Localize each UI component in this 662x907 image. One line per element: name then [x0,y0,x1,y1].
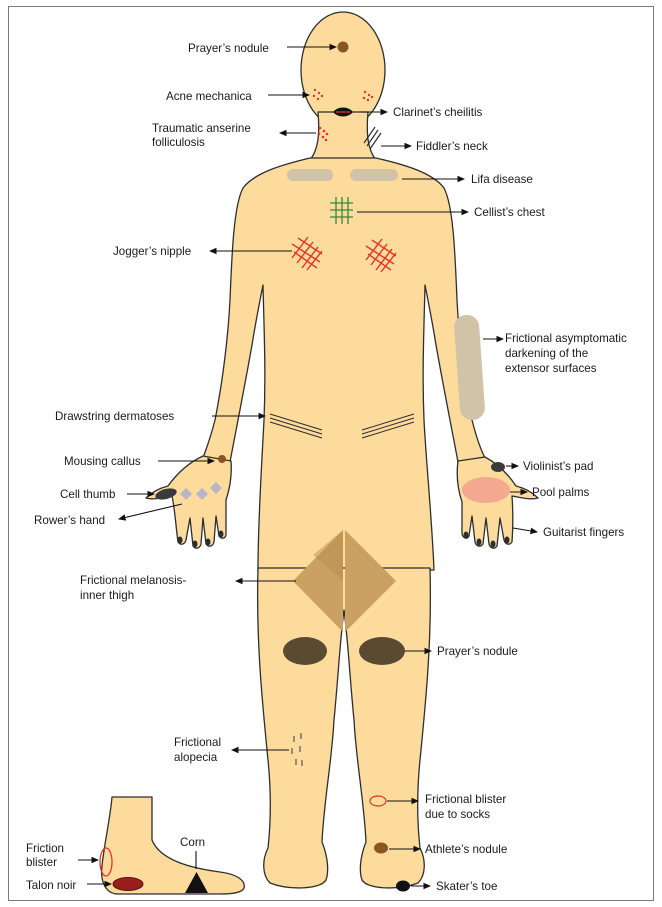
prayers-nodule-head-mark [338,42,349,53]
lifa-disease-right [350,169,398,181]
label-traumatic-anserine: Traumatic anserine [152,122,251,135]
label-frictional-asymptomatic-3: extensor surfaces [505,362,597,375]
prayers-nodule-knee-right [359,637,405,665]
left-hand [146,456,231,548]
mousing-callus-mark [218,455,226,463]
label-guitarist-fingers: Guitarist fingers [543,526,624,539]
label-frictional-alopecia-2: alopecia [174,751,218,764]
label-lifa-disease: Lifa disease [471,173,533,186]
foot-inset [100,797,244,894]
label-skaters-toe: Skater’s toe [436,880,497,893]
skaters-toe-mark [396,881,410,892]
label-cell-thumb: Cell thumb [60,488,115,501]
label-prayers-nodule-head: Prayer’s nodule [188,42,269,55]
label-clarinets-cheilitis: Clarinet’s cheilitis [393,106,483,119]
label-talon-noir: Talon noir [26,879,76,892]
label-friction-blister: Friction [26,842,64,855]
label-pool-palms: Pool palms [532,486,590,499]
label-friction-blister-2: blister [26,856,57,869]
label-frictional-blister-socks-2: due to socks [425,808,490,821]
label-traumatic-anserine-2: folliculosis [152,136,205,149]
label-prayers-nodule-knee: Prayer’s nodule [437,645,518,658]
label-frictional-melanosis: Frictional melanosis- [80,574,186,587]
label-frictional-alopecia: Frictional [174,736,221,749]
torso-and-arms [203,158,485,570]
label-mousing-callus: Mousing callus [64,455,141,468]
label-frictional-asymptomatic-2: darkening of the [505,347,588,360]
label-frictional-melanosis-2: inner thigh [80,589,134,602]
violinists-pad-mark [491,462,505,472]
pool-palms-mark [462,477,510,503]
label-athletes-nodule: Athlete’s nodule [425,843,507,856]
label-acne-mechanica: Acne mechanica [166,90,252,103]
talon-noir-mark [113,878,143,891]
label-cellists-chest: Cellist’s chest [474,206,545,219]
label-rowers-hand: Rower’s hand [34,514,105,527]
athletes-nodule-mark [374,843,388,854]
label-fiddlers-neck: Fiddler’s neck [416,140,488,153]
label-corn: Corn [180,836,205,849]
label-frictional-blister-socks: Frictional blister [425,793,506,806]
label-drawstring-dermatoses: Drawstring dermatoses [55,410,174,423]
legs [258,568,431,888]
label-violinists-pad: Violinist’s pad [523,460,593,473]
prayers-nodule-knee-left [283,637,327,665]
label-joggers-nipple: Jogger’s nipple [113,245,191,258]
lifa-disease-left [287,169,333,181]
neck [310,112,376,160]
label-frictional-asymptomatic: Frictional asymptomatic [505,332,627,345]
